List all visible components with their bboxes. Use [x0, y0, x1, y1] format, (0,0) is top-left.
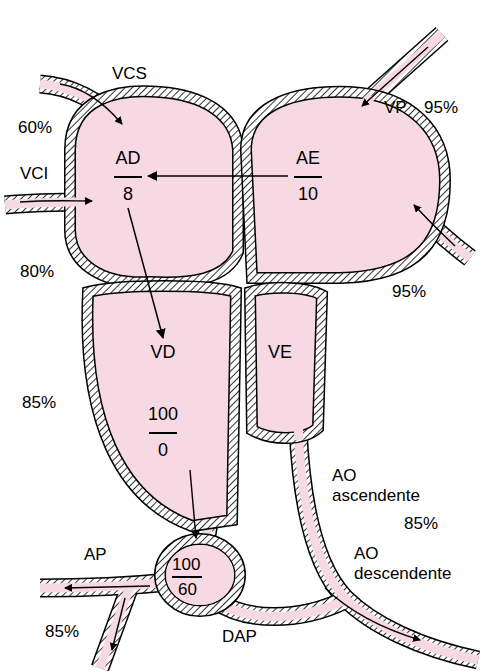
chamber-name: AD: [115, 148, 140, 168]
chamber-label-group: AE 10: [288, 144, 328, 208]
vessel-label: DAP: [222, 627, 257, 647]
pressure-value: 10: [298, 184, 318, 204]
flow-arrow: [128, 208, 163, 338]
vessel-label: VCI: [20, 164, 48, 184]
fraction-bar: [149, 432, 177, 434]
pressure-value: 100: [148, 404, 178, 424]
vessel-label: VP: [384, 98, 407, 118]
chamber-name: VE: [268, 342, 292, 362]
saturation-value: 85%: [22, 393, 56, 413]
pressure-value: 100: [172, 555, 200, 575]
saturation-value: 95%: [392, 282, 426, 302]
chamber-label-group: VE: [262, 338, 298, 366]
vessel-label: AO descendente: [354, 544, 472, 584]
vessel-label: AO ascendente: [332, 466, 442, 506]
chamber-label-group: AD 8: [108, 144, 148, 208]
saturation-value: 80%: [20, 262, 54, 282]
pressure-value: 0: [158, 440, 168, 460]
fraction-bar: [114, 176, 142, 178]
chamber-name: VD: [151, 342, 176, 362]
saturation-value: 60%: [18, 118, 52, 138]
fraction-bar: [294, 176, 322, 178]
vessel-label: VCS: [112, 64, 147, 84]
saturation-value: 95%: [424, 98, 458, 118]
saturation-value: 85%: [404, 514, 438, 534]
pressure-value: 60: [178, 580, 197, 600]
saturation-value: 85%: [45, 622, 79, 642]
flow-arrow: [148, 175, 288, 177]
chamber-label-group: VD 100 0: [142, 338, 184, 464]
chamber-name: AE: [296, 148, 320, 168]
vessel-label: AP: [84, 545, 107, 565]
pressure-value: 8: [123, 184, 133, 204]
